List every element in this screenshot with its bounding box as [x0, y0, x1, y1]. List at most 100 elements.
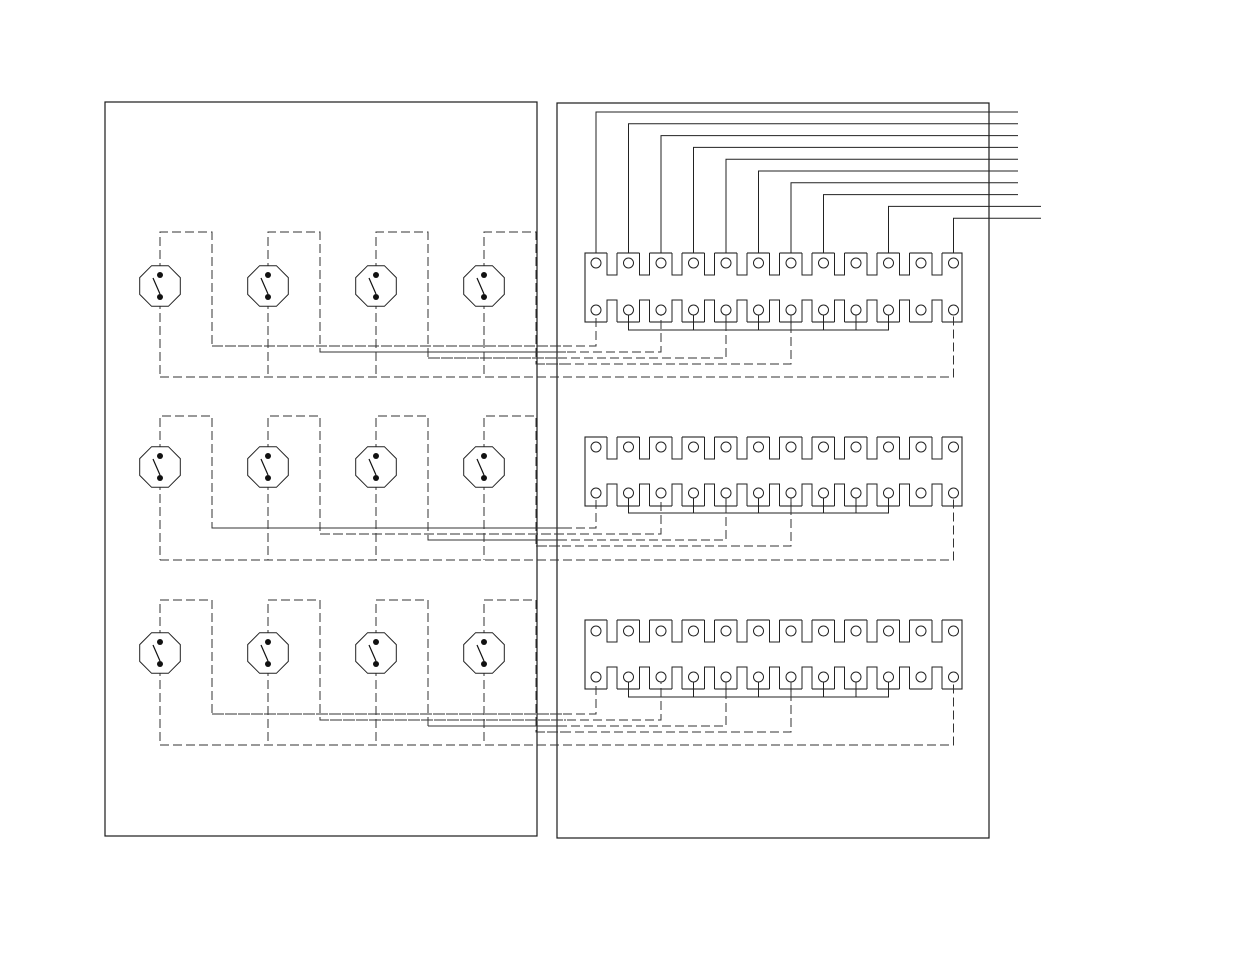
switch-symbol [248, 266, 289, 307]
terminal-screw-bottom [884, 488, 894, 498]
feed-wire [694, 147, 1019, 258]
terminal-screw-top [851, 626, 861, 636]
strip-notch-bottom [672, 666, 682, 690]
strip-notch-top [932, 252, 942, 276]
terminal-screw-top [591, 258, 601, 268]
strip-notch-top [835, 619, 845, 643]
switch-contact-bottom [265, 661, 271, 667]
terminal-screw-bottom [916, 488, 926, 498]
terminal-screw-bottom [754, 488, 764, 498]
strip-notch-bottom [770, 299, 780, 323]
terminal-screw-bottom [721, 672, 731, 682]
terminal-screw-bottom [786, 672, 796, 682]
feed-wire [596, 112, 1018, 258]
strip-notch-bottom [900, 299, 910, 323]
strip-notch-top [672, 619, 682, 643]
terminal-screw-top [851, 258, 861, 268]
terminal-screw-top [689, 626, 699, 636]
terminal-screw-top [949, 442, 959, 452]
strip-notch-bottom [770, 666, 780, 690]
strip-notch-top [802, 619, 812, 643]
switch-contact-top [157, 639, 163, 645]
terminal-screw-bottom [819, 488, 829, 498]
terminal-screw-top [624, 258, 634, 268]
switch-symbol [464, 633, 505, 674]
strip-notch-top [737, 252, 747, 276]
terminal-screw-top [656, 626, 666, 636]
terminal-screw-bottom [656, 488, 666, 498]
terminal-screw-top [949, 626, 959, 636]
strip-notch-top [867, 619, 877, 643]
switch-contact-bottom [373, 294, 379, 300]
strip-notch-bottom [835, 666, 845, 690]
terminal-screw-bottom [884, 305, 894, 315]
terminal-screw-top [656, 442, 666, 452]
switch-contact-bottom [265, 294, 271, 300]
strip-notch-bottom [607, 666, 617, 690]
switch-contact-top [265, 453, 271, 459]
terminal-screw-bottom [786, 305, 796, 315]
terminal-screw-top [656, 258, 666, 268]
strip-notch-top [867, 436, 877, 460]
strip-notch-bottom [867, 483, 877, 507]
strip-notch-top [640, 252, 650, 276]
switch-symbol [356, 633, 397, 674]
terminal-screw-top [949, 258, 959, 268]
terminal-screw-top [689, 442, 699, 452]
terminal-screw-top [916, 626, 926, 636]
strip-notch-top [607, 252, 617, 276]
terminal-screw-bottom [819, 305, 829, 315]
switch-contact-bottom [157, 294, 163, 300]
terminal-screw-top [884, 626, 894, 636]
strip-notch-bottom [607, 483, 617, 507]
strip-notch-top [607, 619, 617, 643]
terminal-screw-top [721, 626, 731, 636]
terminal-screw-top [819, 442, 829, 452]
strip-notch-bottom [835, 483, 845, 507]
terminal-screw-top [591, 626, 601, 636]
terminal-screw-top [819, 626, 829, 636]
terminal-screw-bottom [884, 672, 894, 682]
terminal-screw-top [916, 258, 926, 268]
strip-notch-top [770, 619, 780, 643]
switch-to-terminal-wire [212, 315, 596, 346]
switch-contact-bottom [373, 475, 379, 481]
switch-contact-bottom [157, 661, 163, 667]
terminal-screw-bottom [591, 305, 601, 315]
strip-notch-bottom [867, 299, 877, 323]
strip-notch-bottom [802, 483, 812, 507]
terminal-screw-top [786, 258, 796, 268]
strip-notch-top [640, 619, 650, 643]
strip-notch-bottom [705, 483, 715, 507]
terminal-screw-top [624, 442, 634, 452]
terminal-screw-bottom [851, 305, 861, 315]
strip-notch-top [900, 436, 910, 460]
terminal-screw-bottom [786, 488, 796, 498]
strip-notch-bottom [737, 666, 747, 690]
strip-notch-top [672, 252, 682, 276]
switch-symbol [464, 447, 505, 488]
strip-notch-top [835, 252, 845, 276]
terminal-screw-bottom [591, 672, 601, 682]
feed-wire [726, 159, 1018, 258]
switch-symbol [248, 633, 289, 674]
feed-wire [954, 218, 1042, 258]
strip-notch-top [770, 252, 780, 276]
switch-contact-top [481, 639, 487, 645]
switch-symbol [356, 266, 397, 307]
strip-notch-top [607, 436, 617, 460]
switch-contact-top [265, 272, 271, 278]
terminal-screw-bottom [851, 672, 861, 682]
switch-contact-top [265, 639, 271, 645]
strip-notch-bottom [900, 483, 910, 507]
strip-notch-bottom [867, 666, 877, 690]
switch-feed-wire [268, 232, 566, 352]
switch-contact-top [373, 639, 379, 645]
terminal-screw-top [689, 258, 699, 268]
terminal-screw-top [754, 626, 764, 636]
strip-notch-bottom [802, 299, 812, 323]
strip-notch-bottom [607, 299, 617, 323]
switch-contact-top [157, 453, 163, 459]
switch-contact-bottom [481, 294, 487, 300]
